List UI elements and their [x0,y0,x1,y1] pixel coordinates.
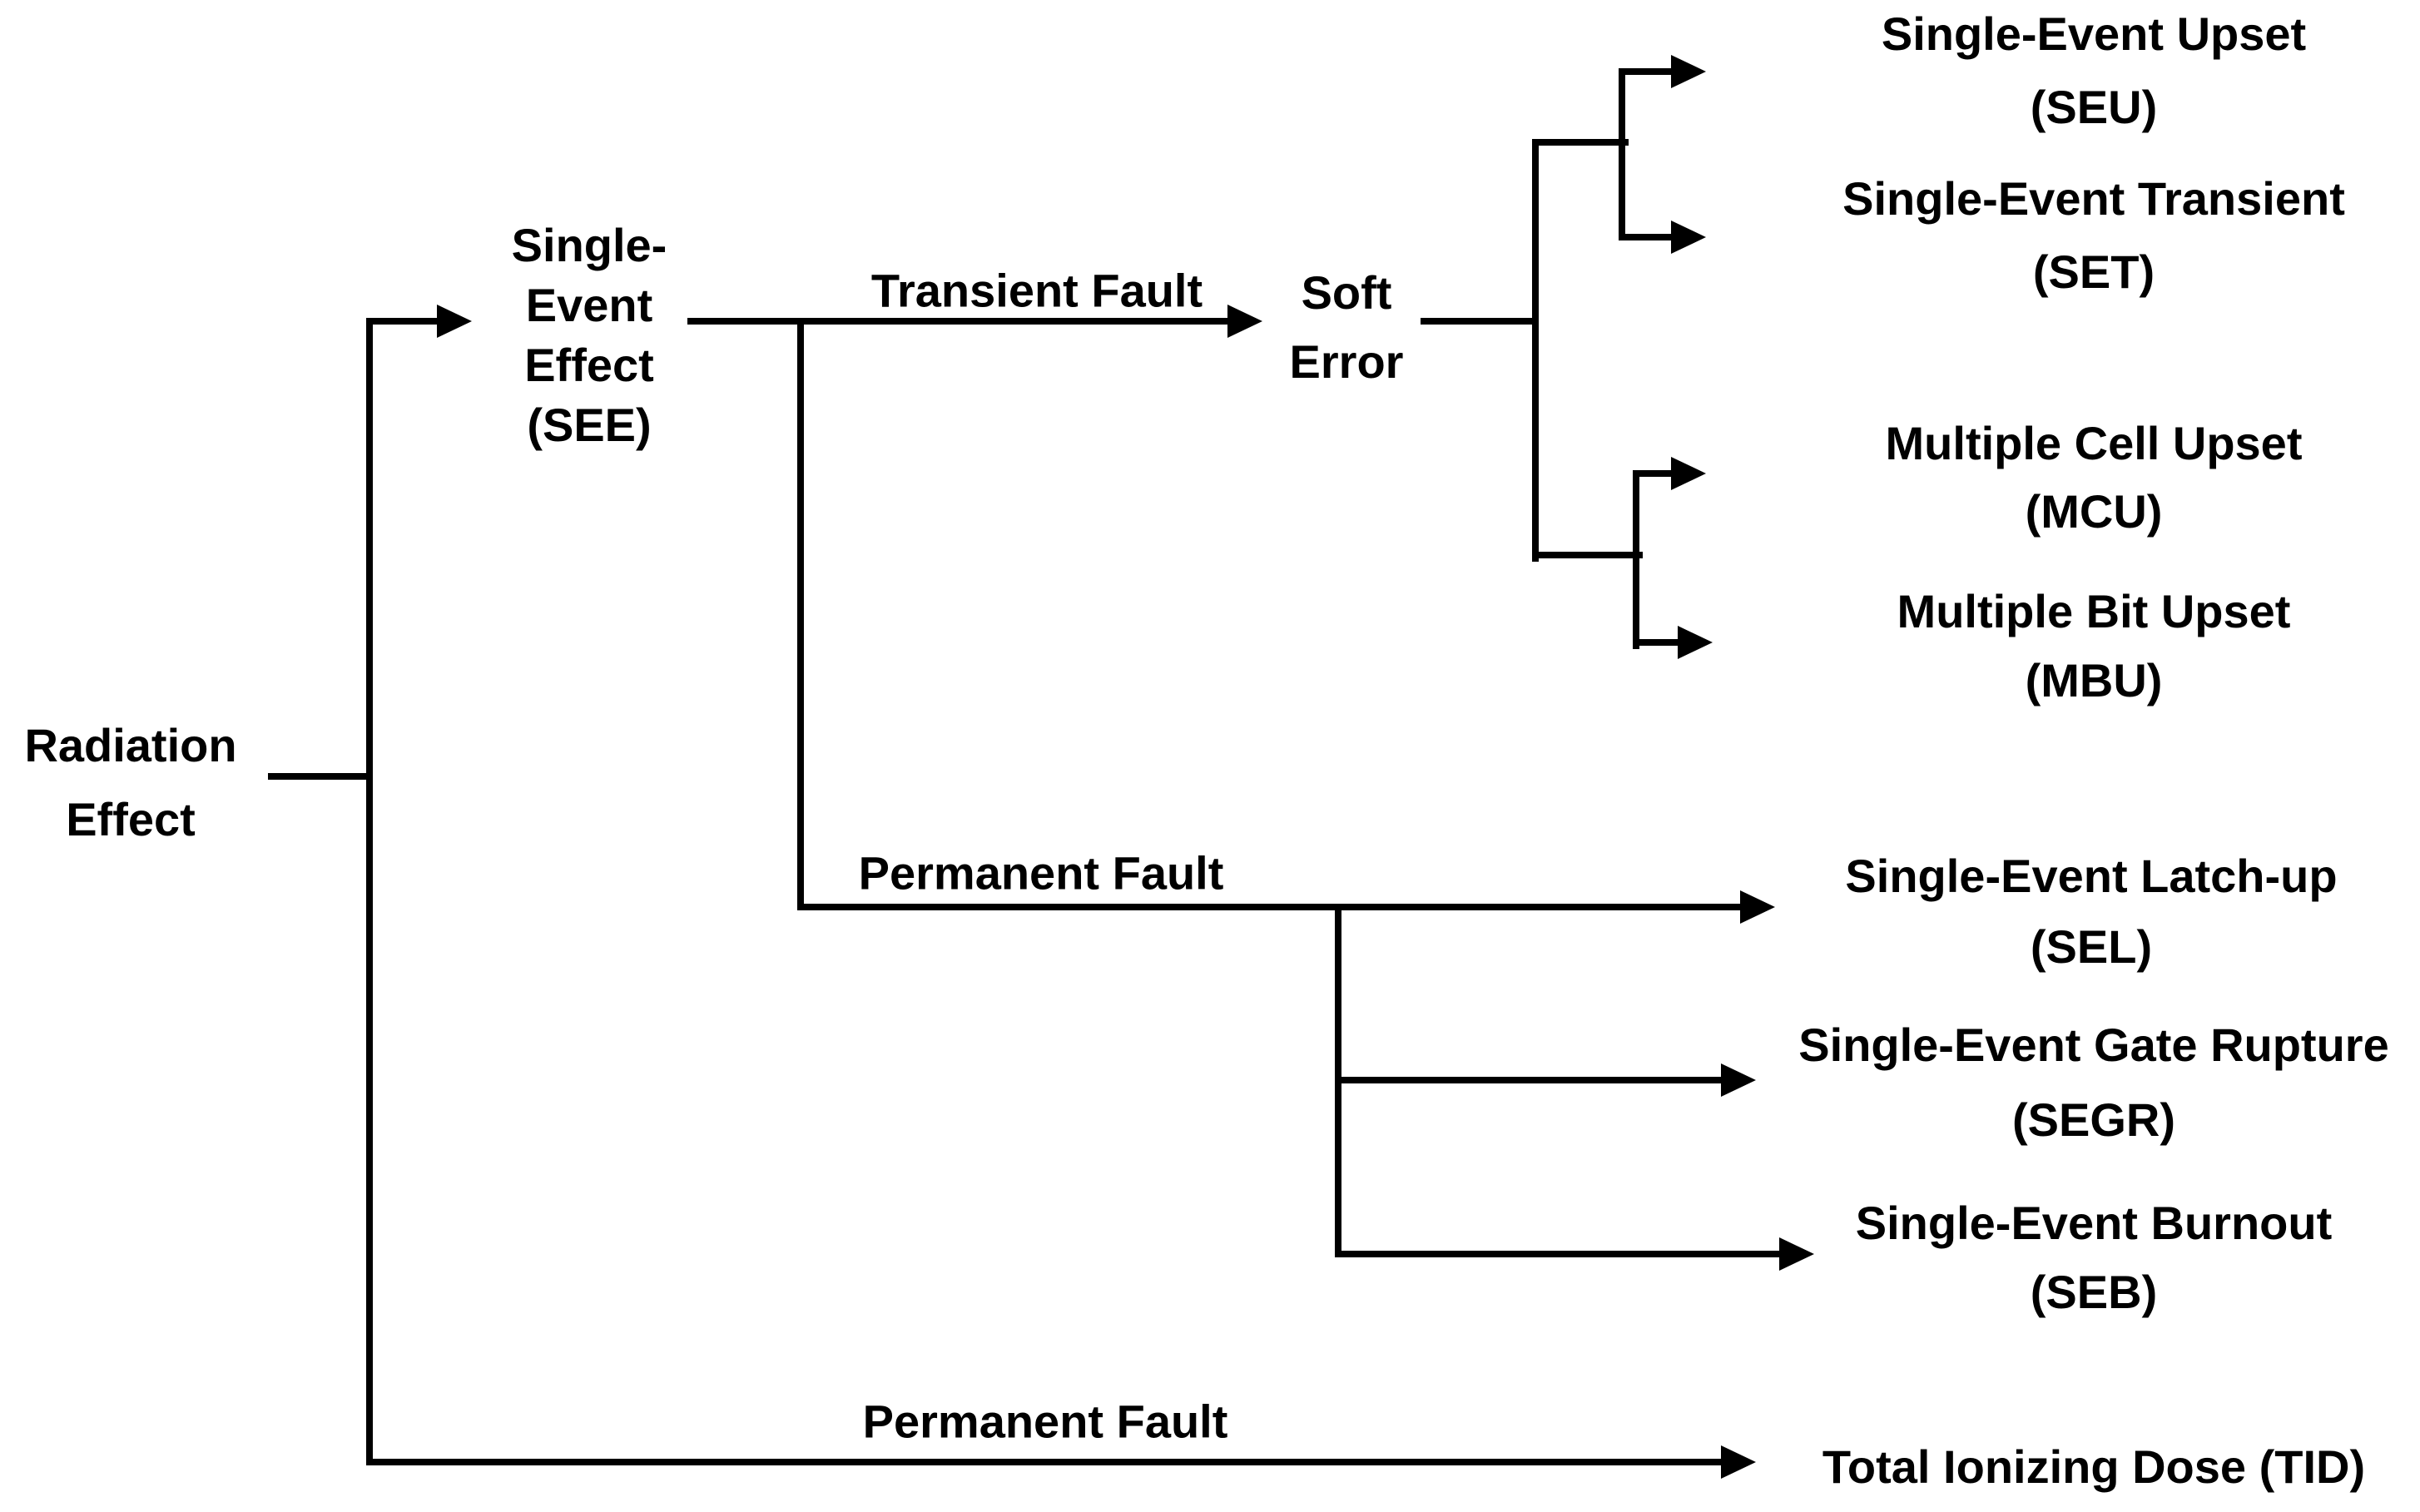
edge-seb [1335,1251,1781,1257]
label-permanent-fault-mid: Permanent Fault [858,846,1224,900]
edge-trunk-to-see [366,318,441,325]
sub-bracket-seu-set-vertical [1619,68,1625,240]
bracket-main-vertical [1532,139,1539,562]
node-seu-line2: (SEU) [2030,81,2158,133]
edge-mbu [1633,639,1678,646]
arrowhead-sel [1740,890,1775,924]
edge-root-to-trunk [268,773,371,780]
node-seu-line1: Single-Event Upset [1881,7,2307,60]
sub-bracket-mcu-mbu-vertical [1633,470,1639,649]
node-mbu-line1: Multiple Bit Upset [1897,585,2291,637]
edge-segr [1335,1077,1723,1083]
node-mcu-line2: (MCU) [2025,485,2163,538]
node-seb-line1: Single-Event Burnout [1855,1197,2333,1249]
node-soft-error: Soft Error [1290,258,1404,396]
arrowhead-segr [1721,1063,1756,1097]
node-see-line1: Single- [511,219,667,271]
edge-seu [1619,68,1671,75]
node-set-line2: (SET) [2032,245,2155,298]
node-radiation-effect: Radiation Effect [24,708,236,856]
node-sel-line2: (SEL) [2030,920,2153,973]
node-radiation-effect-line2: Effect [66,793,196,845]
edge-see-transient-row [687,318,1232,325]
arrowhead-mbu [1678,626,1713,659]
node-see-line4: (SEE) [527,399,652,451]
node-set-line1: Single-Event Transient [1842,172,2345,225]
node-tid: Total Ionizing Dose (TID) [1822,1437,2365,1497]
node-radiation-effect-line1: Radiation [24,719,237,771]
node-sel: Single-Event Latch-up (SEL) [1845,840,2337,982]
node-soft-error-line2: Error [1289,335,1404,388]
arrowhead-seu [1671,55,1706,88]
arrowhead-mcu [1671,457,1706,490]
arrowhead-set [1671,221,1706,254]
node-seb: Single-Event Burnout (SEB) [1856,1188,2332,1326]
arrowhead-soft-error [1227,305,1262,338]
edge-softerror-to-bracket [1421,318,1539,325]
node-mbu-line2: (MBU) [2025,654,2163,706]
node-see: Single- Event Effect (SEE) [512,216,667,455]
trunk-vertical-line [366,318,373,1465]
edge-permanent-fault-row [797,904,1741,910]
node-mbu: Multiple Bit Upset (MBU) [1897,577,2291,715]
label-transient-fault: Transient Fault [870,264,1203,317]
node-soft-error-line1: Soft [1301,266,1392,319]
node-segr-line2: (SEGR) [2012,1093,2175,1146]
node-segr: Single-Event Gate Rupture (SEGR) [1798,1008,2388,1158]
bracket-bottom-horizontal [1532,552,1643,558]
edge-set [1619,234,1671,240]
arrowhead-see [437,305,472,338]
node-segr-line1: Single-Event Gate Rupture [1798,1019,2389,1071]
node-seb-line2: (SEB) [2030,1266,2158,1318]
label-permanent-fault-bottom: Permanent Fault [862,1395,1228,1448]
node-see-line3: Effect [524,339,654,391]
bracket-top-horizontal [1532,139,1629,146]
edge-tid-row [366,1459,1723,1465]
arrowhead-tid [1721,1445,1756,1479]
node-mcu: Multiple Cell Upset (MCU) [1886,409,2303,546]
branch-vertical-see [797,318,804,910]
node-set: Single-Event Transient (SET) [1842,162,2345,309]
edge-mcu [1633,470,1671,477]
node-see-line2: Event [525,279,653,331]
node-mcu-line1: Multiple Cell Upset [1885,417,2303,469]
node-seu: Single-Event Upset (SEU) [1882,0,2306,144]
arrowhead-seb [1779,1237,1814,1271]
node-tid-line1: Total Ionizing Dose (TID) [1822,1440,2366,1493]
node-sel-line1: Single-Event Latch-up [1845,850,2338,902]
